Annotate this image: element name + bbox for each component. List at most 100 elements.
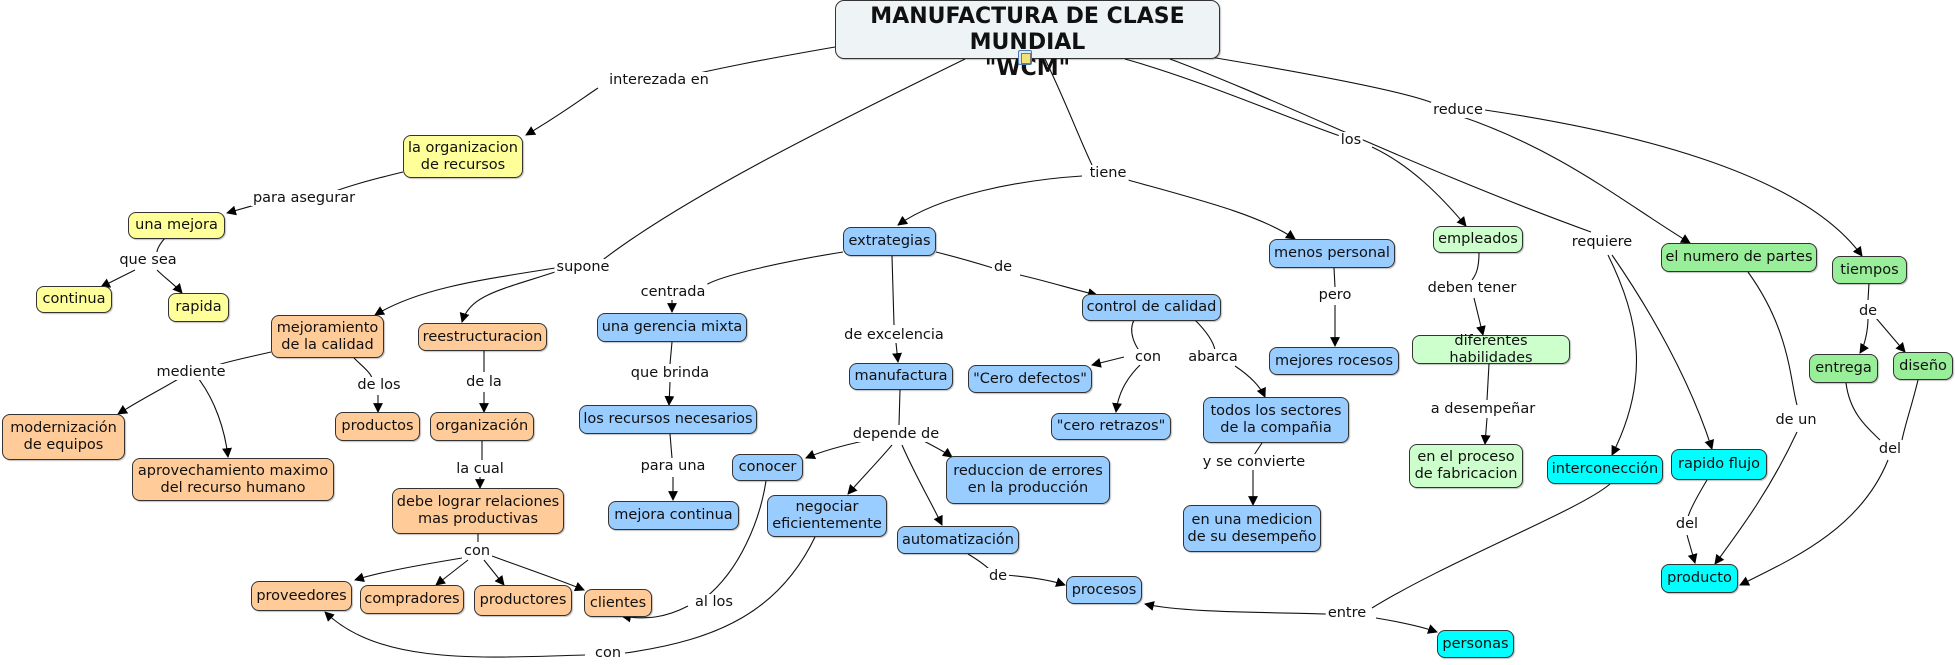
link-label: de un [1773, 412, 1819, 428]
node-tiempos[interactable]: tiempos [1832, 256, 1907, 284]
node-negociar[interactable]: negociar eficientemente [767, 495, 887, 537]
link-label: con [592, 645, 624, 661]
node-proveedores[interactable]: proveedores [251, 581, 352, 611]
node-menos-personal[interactable]: menos personal [1269, 239, 1395, 268]
link-line [1131, 319, 1141, 353]
node-modernizacion[interactable]: modernización de equipos [2, 414, 125, 460]
node-aprovechamiento[interactable]: aprovechamiento maximo del recurso human… [132, 458, 334, 501]
link-label: requiere [1569, 234, 1635, 250]
link-line [624, 536, 816, 654]
link-line [1375, 617, 1438, 634]
node-personas[interactable]: personas [1437, 630, 1514, 658]
link-line [1611, 254, 1715, 450]
link-line [1875, 317, 1906, 353]
node-rapida[interactable]: rapida [168, 293, 229, 322]
link-label: pero [1316, 287, 1354, 303]
link-line [1019, 274, 1098, 298]
main-topic-node[interactable]: MANUFACTURA DE CLASE MUNDIAL "WCM" [835, 0, 1220, 81]
node-gerencia-mixta[interactable]: una gerencia mixta [597, 313, 747, 342]
node-continua[interactable]: continua [36, 286, 112, 313]
link-line [1127, 179, 1296, 240]
node-productores[interactable]: productores [474, 585, 572, 616]
node-numero-partes[interactable]: el numero de partes [1661, 243, 1817, 272]
node-automatizacion[interactable]: automatización [897, 526, 1019, 554]
link-line [1471, 252, 1480, 281]
node-producto[interactable]: producto [1661, 564, 1738, 593]
node-procesos[interactable]: procesos [1066, 576, 1142, 604]
node-conocer[interactable]: conocer [732, 454, 803, 481]
link-line [704, 480, 767, 599]
node-control-calidad[interactable]: control de calidad [1082, 294, 1221, 321]
link-label: al los [693, 594, 735, 610]
link-line [892, 342, 902, 363]
node-recursos-necesarios[interactable]: los recursos necesarios [579, 405, 757, 434]
link-line [1714, 431, 1798, 565]
link-label: los [1338, 132, 1364, 148]
node-empleados[interactable]: empleados [1433, 226, 1523, 253]
node-extrategias[interactable]: extrategias [843, 227, 936, 256]
link-line [1112, 364, 1141, 413]
link-line [599, 58, 966, 263]
link-label: de [991, 259, 1015, 275]
link-line [1209, 56, 1434, 104]
link-line [805, 439, 869, 460]
document-icon[interactable] [1018, 50, 1032, 65]
node-mejoramiento[interactable]: mejoramiento de la calidad [271, 315, 384, 358]
node-mejora-continua[interactable]: mejora continua [608, 501, 739, 530]
link-line [1607, 254, 1638, 456]
node-compradores[interactable]: compradores [360, 585, 464, 614]
link-line [435, 559, 469, 586]
node-clientes[interactable]: clientes [584, 589, 652, 617]
link-label: mediente [154, 364, 228, 380]
link-line [1169, 58, 1592, 233]
node-entrega[interactable]: entrega [1809, 354, 1878, 383]
link-label: del [1673, 516, 1701, 532]
link-line [353, 357, 373, 379]
node-debe-lograr[interactable]: debe lograr relaciones mas productivas [392, 488, 564, 534]
node-org-recursos[interactable]: la organizacion de recursos [403, 135, 523, 178]
link-line [1091, 356, 1125, 368]
node-una-mejora[interactable]: una mejora [128, 212, 225, 239]
link-line [354, 557, 463, 583]
link-line [897, 175, 1083, 226]
node-cero-retrazos[interactable]: "cero retrazos" [1051, 413, 1171, 440]
node-cero-defectos[interactable]: "Cero defectos" [968, 365, 1092, 393]
node-diferentes-habilidades[interactable]: diferentes habilidades [1412, 333, 1570, 366]
link-label: del [1876, 441, 1904, 457]
link-line [1901, 379, 1919, 441]
node-reestructuracion[interactable]: reestructuracion [418, 323, 547, 351]
link-line [1124, 58, 1341, 137]
link-line [901, 444, 943, 526]
link-label: deben tener [1425, 280, 1519, 296]
link-line [705, 251, 844, 286]
link-label: depende de [850, 426, 942, 442]
node-medicion[interactable]: en una medicion de su desempeño [1183, 505, 1321, 552]
link-line [1044, 58, 1093, 166]
link-line [1333, 267, 1336, 288]
link-line [1004, 574, 1066, 587]
link-line [1739, 459, 1889, 586]
node-todos-sectores[interactable]: todos los sectores de la compañia [1203, 397, 1349, 443]
node-proceso-fabricacion[interactable]: en el proceso de fabricacion [1409, 444, 1523, 488]
node-diseno[interactable]: diseño [1893, 352, 1953, 380]
link-line [664, 381, 675, 406]
node-interconeccion[interactable]: interconección [1547, 455, 1663, 484]
node-productos[interactable]: productos [335, 412, 420, 441]
link-label: de [986, 568, 1010, 584]
link-line [1484, 109, 1863, 257]
node-reduccion-errores[interactable]: reduccion de errores en la producción [946, 456, 1110, 504]
node-organizacion[interactable]: organización [430, 412, 534, 441]
node-manufactura[interactable]: manufactura [849, 363, 953, 390]
link-label: centrada [638, 284, 708, 300]
link-line [1459, 115, 1691, 244]
link-line [847, 444, 893, 495]
link-label: supone [554, 259, 612, 275]
link-label: que sea [117, 252, 179, 268]
link-line [1253, 442, 1263, 456]
link-line [1371, 483, 1611, 609]
link-line [1687, 479, 1708, 518]
node-rapido-flujo[interactable]: rapido flujo [1671, 449, 1767, 480]
link-label: que brinda [628, 365, 712, 381]
link-line [1845, 382, 1881, 441]
node-mejores-rocesos[interactable]: mejores rocesos [1269, 347, 1399, 375]
